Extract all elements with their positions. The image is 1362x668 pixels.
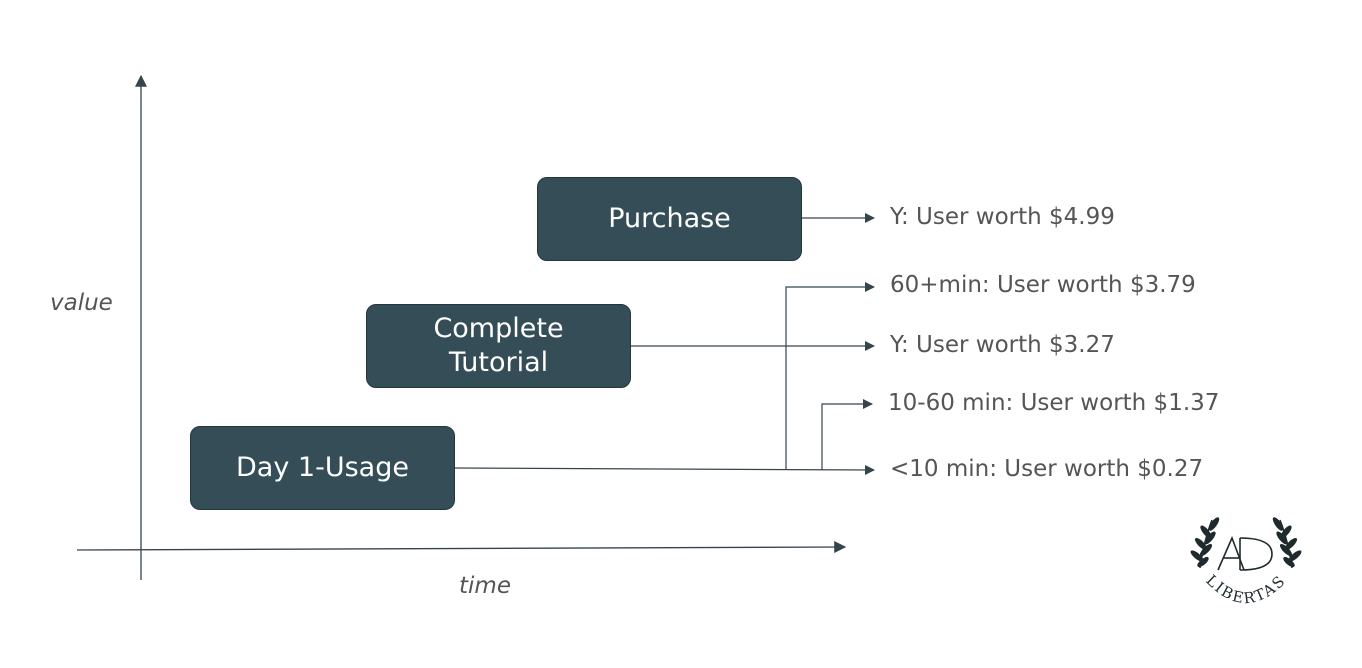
purchase-label: Purchase xyxy=(608,203,731,234)
laurel-right-icon xyxy=(1272,517,1302,569)
tutorial-label-line2: Tutorial xyxy=(448,347,549,378)
x-axis xyxy=(76,541,847,554)
libertas-wordmark: LIBERTAS xyxy=(1202,571,1289,607)
laurel-wreath-logo: LIBERTAS xyxy=(1190,517,1302,607)
day1-usage-box: Day 1-Usage xyxy=(190,426,455,510)
ad-monogram-icon xyxy=(1217,535,1273,571)
tutorial-box: Complete Tutorial xyxy=(366,304,631,388)
outcome-purchase-y: Y: User worth $4.99 xyxy=(890,204,1115,230)
outcome-day1-10-60: 10-60 min: User worth $1.37 xyxy=(888,390,1220,416)
x-axis-label: time xyxy=(459,573,511,599)
y-axis-label: value xyxy=(50,290,113,316)
day1-usage-label: Day 1-Usage xyxy=(236,452,409,483)
day1-60plus-branch xyxy=(785,282,875,470)
tutorial-label-line1: Complete xyxy=(433,313,564,344)
day1-connector xyxy=(454,464,875,475)
day1-10-60-branch xyxy=(821,399,873,470)
laurel-left-icon xyxy=(1190,517,1220,569)
outcome-tutorial-y: Y: User worth $3.27 xyxy=(890,332,1115,358)
outcome-day1-lt10: <10 min: User worth $0.27 xyxy=(890,456,1204,482)
purchase-box: Purchase xyxy=(537,177,802,261)
outcome-day1-60plus: 60+min: User worth $3.79 xyxy=(890,272,1196,298)
